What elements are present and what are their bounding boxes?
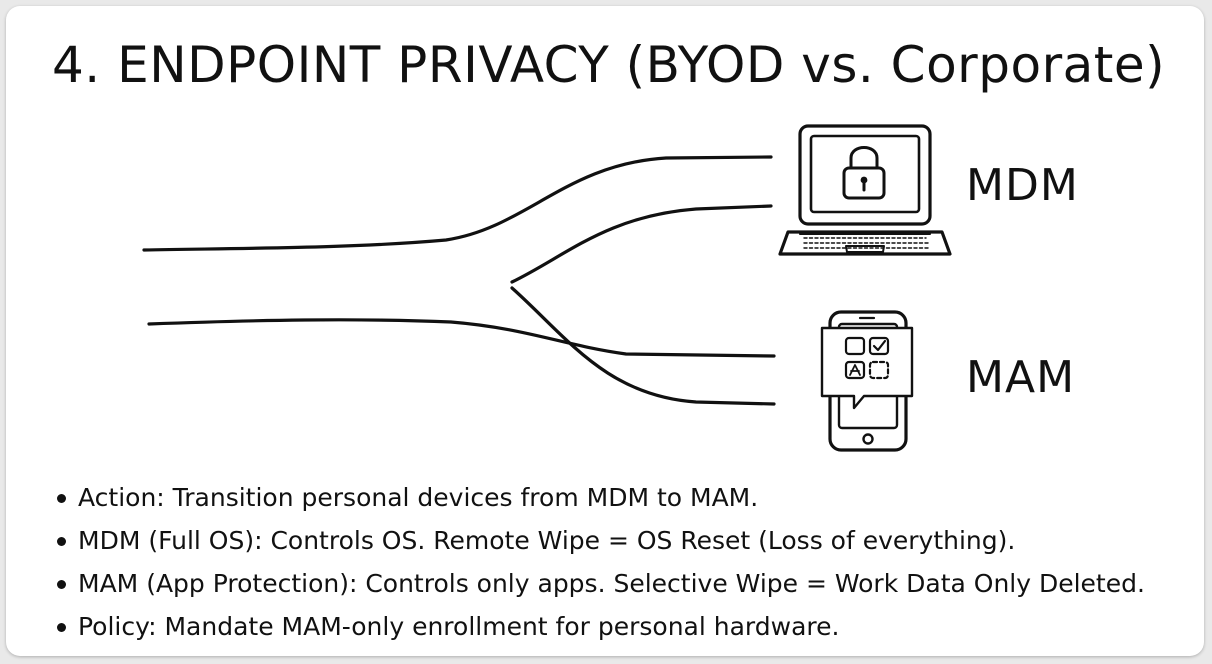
- phone-apps-icon: [820, 310, 914, 452]
- mam-label: MAM: [966, 352, 1076, 403]
- branch-line-mdm: [510, 204, 773, 284]
- trunk-line-lower: [147, 318, 776, 358]
- branch-diagram: [142, 124, 952, 452]
- bullet-policy: Policy: Mandate MAM-only enrollment for …: [54, 605, 1145, 648]
- mdm-label: MDM: [966, 160, 1079, 211]
- bullet-action: Action: Transition personal devices from…: [54, 476, 1145, 519]
- branch-line-mam: [510, 286, 776, 406]
- bullet-list: Action: Transition personal devices from…: [54, 476, 1145, 648]
- laptop-lock-icon: [778, 124, 952, 256]
- bullet-mdm: MDM (Full OS): Controls OS. Remote Wipe …: [54, 519, 1145, 562]
- slide-title: 4. ENDPOINT PRIVACY (BYOD vs. Corporate): [52, 36, 1166, 94]
- slide-card: 4. ENDPOINT PRIVACY (BYOD vs. Corporate): [6, 6, 1204, 656]
- trunk-line-upper: [142, 155, 773, 252]
- bullet-mam: MAM (App Protection): Controls only apps…: [54, 562, 1145, 605]
